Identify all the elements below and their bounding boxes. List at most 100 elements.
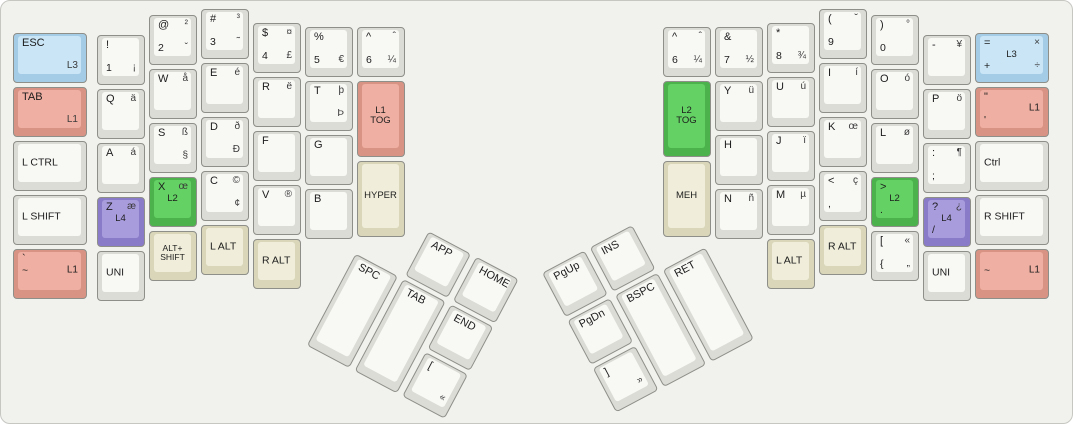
key-bracket-left-right-half[interactable]: [«{„ — [871, 231, 919, 281]
key-1[interactable]: !1¡ — [97, 35, 145, 85]
key-uni-right[interactable]: UNI — [923, 251, 971, 301]
key-tilde-right[interactable]: ~L1 — [975, 249, 1049, 299]
key-label-t-tl: T — [314, 85, 321, 97]
key-9[interactable]: (˘9 — [819, 9, 867, 59]
key-alt-shift[interactable]: ALT+ SHIFT — [149, 231, 197, 281]
key-0[interactable]: )°0 — [871, 15, 919, 65]
key-4[interactable]: $¤4£ — [253, 23, 301, 73]
key-label-equals-tl: = — [984, 37, 991, 49]
key-l-shift[interactable]: L SHIFT — [13, 195, 87, 245]
key-c[interactable]: C©¢ — [201, 171, 249, 221]
keycap-face: HYPER — [362, 164, 399, 228]
key-h[interactable]: H — [715, 135, 763, 185]
key-semicolon[interactable]: :¶; — [923, 143, 971, 193]
key-label-r-alt-right-ml: R ALT — [828, 240, 857, 253]
key-meh[interactable]: MEH — [663, 161, 711, 237]
key-label-l-alt-left-ml: L ALT — [210, 240, 237, 253]
key-label-meh-c: MEH — [675, 189, 698, 201]
key-label-0-tr: ° — [906, 19, 910, 30]
key-period[interactable]: >.L2 — [871, 177, 919, 227]
key-label-alt-shift-c: ALT+ SHIFT — [160, 242, 185, 262]
key-label-z-tr: æ — [127, 201, 136, 212]
keycap-face: L SHIFT — [18, 198, 81, 236]
key-v[interactable]: V® — [253, 185, 301, 235]
key-r-ctrl[interactable]: Ctrl — [975, 141, 1049, 191]
key-label-d-tr: ð — [234, 121, 240, 132]
key-question[interactable]: ?¿/L4 — [923, 197, 971, 247]
key-label-y-tl: Y — [724, 85, 732, 97]
key-quote[interactable]: "'L1 — [975, 87, 1049, 137]
key-l-ctrl[interactable]: L CTRL — [13, 141, 87, 191]
key-label-6-left-bl: 6 — [366, 53, 372, 66]
key-label-x-tr: œ — [178, 181, 188, 192]
key-equals[interactable]: =×+÷L3 — [975, 33, 1049, 83]
keycap-face: H — [720, 138, 757, 176]
key-label-0-tl: ) — [880, 19, 884, 31]
keycap-face: R SHIFT — [980, 198, 1043, 236]
key-r-alt-left[interactable]: R ALT — [253, 239, 301, 289]
key-label-k-tl: K — [828, 121, 836, 133]
key-r-shift[interactable]: R SHIFT — [975, 195, 1049, 245]
key-label-4-tr: ¤ — [286, 27, 292, 38]
keycap-face: [«{„ — [876, 234, 913, 272]
key-l-alt-left[interactable]: L ALT — [201, 225, 249, 275]
key-label-x-tl: X — [158, 181, 166, 193]
key-label-2-tr: ² — [184, 19, 188, 30]
key-l2-tog[interactable]: L2 TOG — [663, 81, 711, 157]
key-label-6-left-br: ¼ — [387, 54, 396, 66]
key-minus[interactable]: -¥ — [923, 35, 971, 85]
key-label-6-right-tr: ˆ — [698, 31, 702, 42]
key-label-r-ctrl-ml: Ctrl — [984, 156, 1001, 169]
key-g[interactable]: G — [305, 135, 353, 185]
key-uni-left[interactable]: UNI — [97, 251, 145, 301]
key-label-tab-br: L1 — [66, 114, 78, 126]
keycap-face: [« — [410, 357, 462, 408]
key-l-alt-right[interactable]: L ALT — [767, 239, 815, 289]
key-l1-tog[interactable]: L1 TOG — [357, 81, 405, 157]
key-hyper[interactable]: HYPER — [357, 161, 405, 237]
key-label-z-tl: Z — [106, 201, 113, 213]
key-f[interactable]: F — [253, 131, 301, 181]
key-comma[interactable]: <ç, — [819, 171, 867, 221]
key-b[interactable]: B — [305, 189, 353, 239]
key-5[interactable]: %5€ — [305, 27, 353, 77]
key-r-alt-right[interactable]: R ALT — [819, 225, 867, 275]
key-label-l-tl: L — [880, 127, 887, 139]
key-grave-tilde[interactable]: `~L1 — [13, 249, 87, 299]
keycap-face: <ç, — [824, 174, 861, 212]
